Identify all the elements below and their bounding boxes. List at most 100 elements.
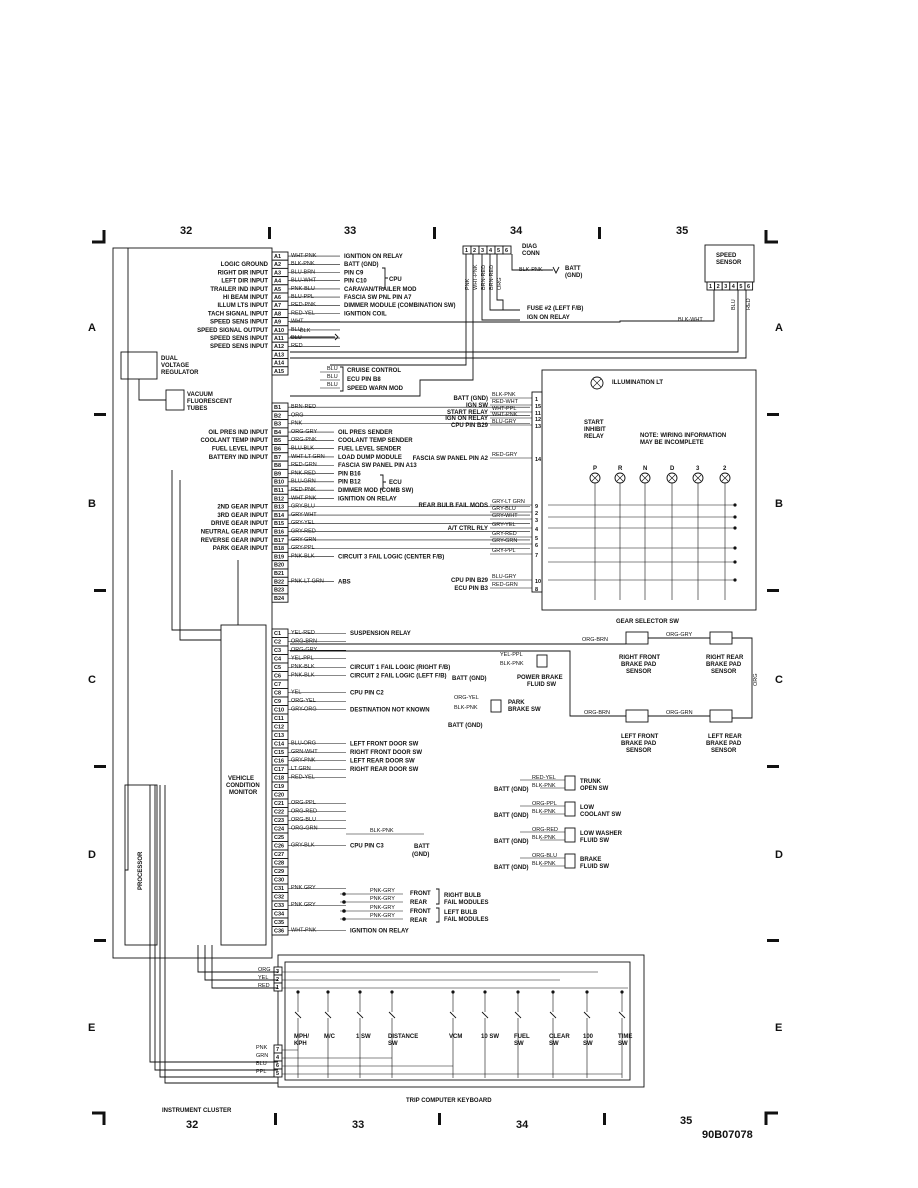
cpu-brace-label: CPU xyxy=(389,277,402,283)
pin-c-id: C26 xyxy=(274,844,284,850)
vcm-harness-frame xyxy=(112,247,273,959)
figure-code: 90B07078 xyxy=(702,1129,753,1141)
fluid-switch-label-1: TRUNK xyxy=(580,779,602,785)
pin-a-id: A4 xyxy=(274,279,282,285)
keyboard-switch-label: SW xyxy=(514,1041,524,1047)
gear-switch-contact xyxy=(733,560,737,564)
bulb-front-2: FRONT xyxy=(410,909,431,915)
pin-c-id: C20 xyxy=(274,793,284,799)
relay-pin-id: 12 xyxy=(535,417,541,423)
gear-lamp-x xyxy=(694,474,702,482)
pin-b-func: FUEL LEVEL INPUT xyxy=(212,447,268,453)
proc-to-cluster-2 xyxy=(154,785,278,1071)
cluster-bottom-wire: BLU xyxy=(256,1061,267,1067)
pin-b-wire-label: ORG-GRY xyxy=(291,429,318,435)
cruise-brace xyxy=(340,366,344,392)
pin-a-wire-label: RED-PNK xyxy=(291,302,316,308)
pin-c-wire-label: ORG-PPL xyxy=(291,800,316,806)
org-vert-label: ORG xyxy=(753,673,759,686)
zone-ticks xyxy=(94,227,779,1125)
relay-wire-label: RED-GRY xyxy=(492,452,518,458)
keyboard-switch-node xyxy=(358,990,362,994)
pin-c-id: C33 xyxy=(274,903,284,909)
pin-a-func: ILLUM LTS INPUT xyxy=(217,303,268,309)
zone-label-bottom-34: 34 xyxy=(516,1119,529,1131)
speed-pin-cell xyxy=(744,281,754,291)
pin-c-id: C17 xyxy=(274,767,284,773)
fluid-switch-label-2: OPEN SW xyxy=(580,786,609,792)
keyboard-switch-contact xyxy=(618,1011,626,1019)
pin-a-id: A2 xyxy=(274,262,281,268)
cruise-blu3: BLU xyxy=(327,382,338,388)
gear-letter: 2 xyxy=(723,466,727,472)
proc-to-cluster-4 xyxy=(164,785,278,1084)
cruise-wires xyxy=(320,371,340,389)
pin-c-id: C23 xyxy=(274,818,284,824)
keyboard-switch-node xyxy=(585,990,589,994)
power-brake-fluid-1: POWER BRAKE xyxy=(517,675,563,681)
corner-mark-top-left xyxy=(92,230,106,244)
pin-c-wire-label: ORG-YEL xyxy=(291,698,316,704)
right-bulb-1: RIGHT BULB xyxy=(444,893,482,899)
pin-c-wire-label: PNK-BLK xyxy=(291,664,315,670)
pin-b-func: OIL PRES IND INPUT xyxy=(208,430,268,436)
bulb-junction xyxy=(342,917,346,921)
cruise-blu2: BLU xyxy=(327,374,338,380)
fluid-switch-blk-label: BLK-PNK xyxy=(532,783,556,789)
relay-wire-label: GRY-YEL xyxy=(492,522,516,528)
relay-pin-id: 2 xyxy=(535,511,538,517)
start-inhibit-2: INHIBIT xyxy=(584,427,606,433)
relay-wire-label: WHT-PPL xyxy=(492,406,516,412)
pin-c-wire-label: ORG-RED xyxy=(291,809,317,815)
relay-pin-id: 3 xyxy=(535,518,538,524)
pin-a-wire-label: PNK-BLU xyxy=(291,286,315,292)
pin-b-id: B20 xyxy=(274,563,284,569)
pin-a-func: TRAILER IND INPUT xyxy=(210,287,268,293)
fluid-switch-wire-label: ORG-RED xyxy=(532,827,558,833)
pin-b-dest: COOLANT TEMP SENDER xyxy=(338,438,413,444)
relay-pin-label: IGN ON RELAY xyxy=(445,416,488,422)
cluster-bottom-pin-id: 7 xyxy=(276,1047,279,1053)
pin-c-wire-label: RED-YEL xyxy=(291,775,315,781)
pin-c-dest: CIRCUIT 1 FAIL LOGIC (RIGHT F/B) xyxy=(350,665,450,671)
fluid-switch-blk-label: BLK-PNK xyxy=(532,809,556,815)
pin-b-wire-label: PNK xyxy=(291,421,303,427)
pin-a-func: SPEED SENS INPUT xyxy=(210,320,268,326)
keyboard-switch-label: TIME xyxy=(618,1034,632,1040)
pin-b-dest: PIN B12 xyxy=(338,480,361,486)
diag-pin-id: 2 xyxy=(473,248,476,254)
pin-a-id: A6 xyxy=(274,295,281,301)
cluster-bottom-wire: GRN xyxy=(256,1053,268,1059)
pin-b-id: B1 xyxy=(274,405,281,411)
rf-label-1: RIGHT FRONT xyxy=(619,655,660,661)
pin-a-id: A15 xyxy=(274,369,284,375)
speed-blk-wht-label: BLK-WHT xyxy=(678,317,703,323)
lr-label-2: BRAKE PAD xyxy=(706,741,742,747)
pin-b-dest: FUEL LEVEL SENDER xyxy=(338,447,402,453)
zone-label-top-32: 32 xyxy=(180,225,192,237)
pin-c-dest: RIGHT REAR DOOR SW xyxy=(350,767,419,773)
pin-b-id: B16 xyxy=(274,530,284,536)
pin-b-dest: PIN B16 xyxy=(338,471,361,477)
start-inhibit-3: RELAY xyxy=(584,434,604,440)
gear-lamp-x xyxy=(721,474,729,482)
relay-wire-label: GRY-BLU xyxy=(492,506,516,512)
fluid-switch-label-2: FLUID SW xyxy=(580,838,609,844)
pin-b-wire-label: GRY-PPL xyxy=(291,545,315,551)
pin-b-cell xyxy=(271,593,289,603)
bulb-front-1: FRONT xyxy=(410,891,431,897)
c-yel-ppl: YEL-PPL xyxy=(500,652,523,658)
bulb-pnk-gry: PNK-GRY xyxy=(370,888,395,894)
relay-wire-label: BLK-PNK xyxy=(492,392,516,398)
vcm-label-1: VEHICLE xyxy=(228,776,254,782)
fluid-switch-wire-label: ORG-PPL xyxy=(532,801,557,807)
corner-mark-bottom-left xyxy=(92,1111,106,1125)
illumination-lt-label: ILLUMINATION LT xyxy=(612,380,663,386)
pin-c-wire-label: ORG-GRN xyxy=(291,826,318,832)
pin-b-id: B17 xyxy=(274,538,284,544)
vcm-to-cluster-3 xyxy=(211,945,278,989)
fluid-switch-label-1: LOW WASHER xyxy=(580,831,623,837)
relay-pin-id: 13 xyxy=(535,424,541,430)
pin-c-id: C16 xyxy=(274,759,284,765)
vehicle-condition-monitor xyxy=(220,624,267,946)
